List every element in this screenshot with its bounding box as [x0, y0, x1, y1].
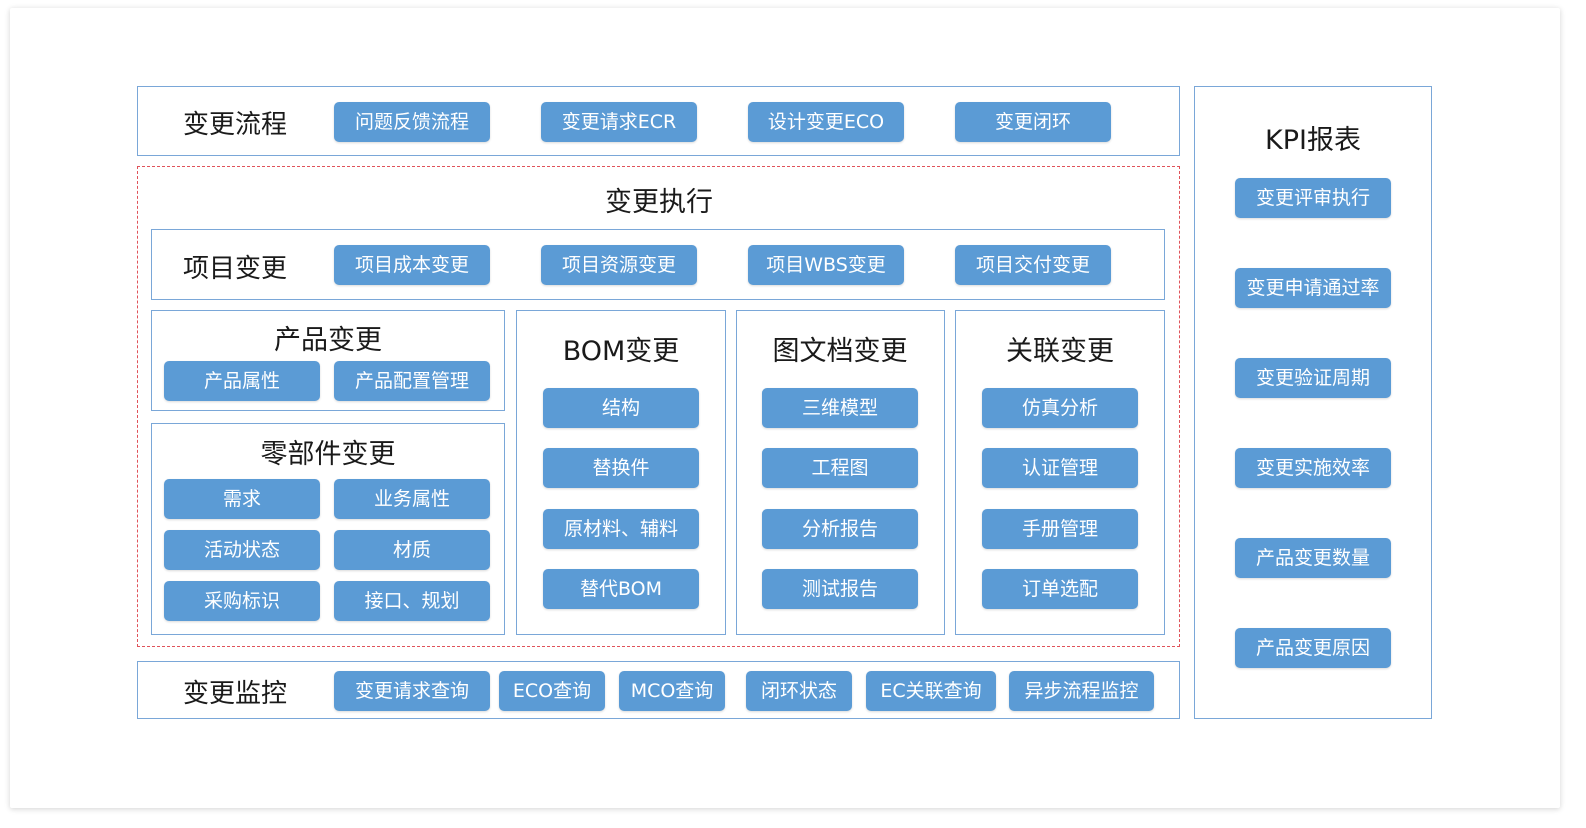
parts-title: 零部件变更: [260, 439, 396, 470]
flow-button-issue-feedback[interactable]: 问题反馈流程: [334, 102, 490, 142]
bom-title: BOM变更: [562, 336, 680, 367]
parts-button-activity-status[interactable]: 活动状态: [164, 530, 320, 570]
bom-button-structure[interactable]: 结构: [543, 388, 699, 428]
bom-button-alternate-bom[interactable]: 替代BOM: [543, 569, 699, 609]
product-button-config[interactable]: 产品配置管理: [334, 361, 490, 401]
related-title: 关联变更: [1006, 336, 1114, 367]
parts-button-interface-plan[interactable]: 接口、规划: [334, 581, 490, 621]
bom-button-raw-materials[interactable]: 原材料、辅料: [543, 509, 699, 549]
execution-title: 变更执行: [605, 187, 713, 218]
related-button-order-config[interactable]: 订单选配: [982, 569, 1138, 609]
docs-button-analysis-report[interactable]: 分析报告: [762, 509, 918, 549]
monitor-title: 变更监控: [183, 679, 288, 709]
monitor-button-request-query[interactable]: 变更请求查询: [334, 671, 490, 711]
parts-button-material[interactable]: 材质: [334, 530, 490, 570]
docs-title: 图文档变更: [772, 336, 908, 367]
project-button-delivery[interactable]: 项目交付变更: [955, 245, 1111, 285]
bom-button-replacement[interactable]: 替换件: [543, 448, 699, 488]
flow-button-eco[interactable]: 设计变更ECO: [748, 102, 904, 142]
kpi-button-implementation-efficiency[interactable]: 变更实施效率: [1235, 448, 1391, 488]
project-button-wbs[interactable]: 项目WBS变更: [748, 245, 904, 285]
product-title: 产品变更: [274, 325, 382, 356]
docs-button-drawing[interactable]: 工程图: [762, 448, 918, 488]
kpi-button-approval-rate[interactable]: 变更申请通过率: [1235, 268, 1391, 308]
monitor-button-loop-status[interactable]: 闭环状态: [746, 671, 852, 711]
parts-button-purchase-flag[interactable]: 采购标识: [164, 581, 320, 621]
project-button-resource[interactable]: 项目资源变更: [541, 245, 697, 285]
kpi-button-product-change-count[interactable]: 产品变更数量: [1235, 538, 1391, 578]
execution-region: [137, 166, 1180, 647]
monitor-button-async-flow[interactable]: 异步流程监控: [1009, 671, 1154, 711]
flow-button-ecr[interactable]: 变更请求ECR: [541, 102, 697, 142]
parts-button-business-attr[interactable]: 业务属性: [334, 479, 490, 519]
monitor-button-mco-query[interactable]: MCO查询: [619, 671, 725, 711]
parts-button-requirement[interactable]: 需求: [164, 479, 320, 519]
monitor-button-ec-related-query[interactable]: EC关联查询: [866, 671, 996, 711]
flow-title: 变更流程: [183, 110, 288, 140]
kpi-title: KPI报表: [1265, 125, 1361, 156]
related-button-certification[interactable]: 认证管理: [982, 448, 1138, 488]
kpi-button-verification-cycle[interactable]: 变更验证周期: [1235, 358, 1391, 398]
flow-button-closed-loop[interactable]: 变更闭环: [955, 102, 1111, 142]
project-title: 项目变更: [183, 254, 288, 284]
project-button-cost[interactable]: 项目成本变更: [334, 245, 490, 285]
related-button-simulation[interactable]: 仿真分析: [982, 388, 1138, 428]
docs-button-3d-model[interactable]: 三维模型: [762, 388, 918, 428]
product-button-attributes[interactable]: 产品属性: [164, 361, 320, 401]
monitor-button-eco-query[interactable]: ECO查询: [499, 671, 605, 711]
related-button-manual[interactable]: 手册管理: [982, 509, 1138, 549]
kpi-button-review-execution[interactable]: 变更评审执行: [1235, 178, 1391, 218]
kpi-button-product-change-reason[interactable]: 产品变更原因: [1235, 628, 1391, 668]
docs-button-test-report[interactable]: 测试报告: [762, 569, 918, 609]
